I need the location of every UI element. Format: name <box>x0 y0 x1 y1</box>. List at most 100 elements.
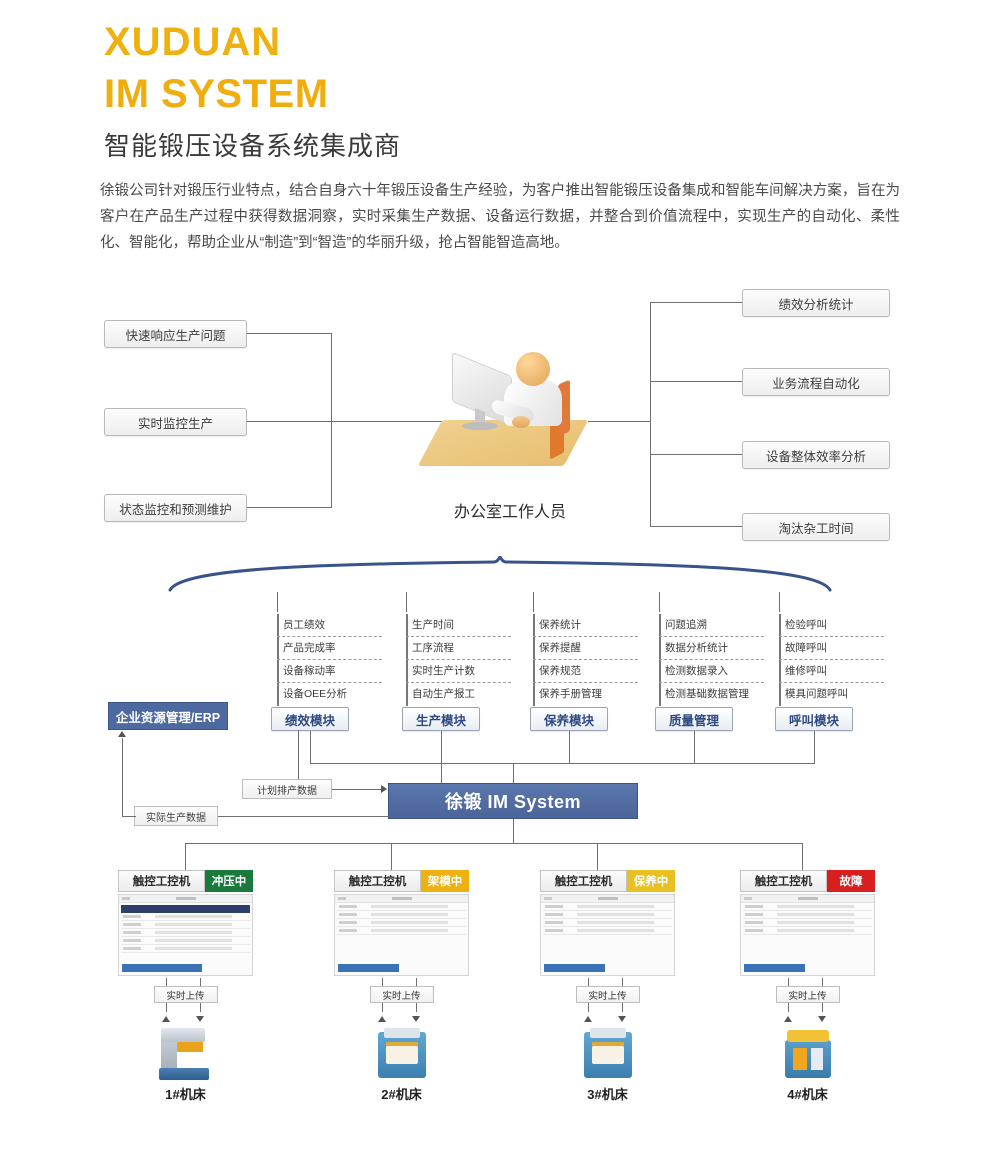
module-2-item-1: 生产时间 <box>406 614 511 637</box>
system-down-line <box>513 819 515 843</box>
column-rule <box>779 614 781 706</box>
connector-right-1 <box>650 302 742 304</box>
left-box-2[interactable]: 实时监控生产 <box>104 408 247 436</box>
terminal-4-header: 触控工控机 故障 <box>740 870 875 892</box>
screen-action-bar <box>122 964 202 972</box>
screen-table-row <box>337 912 466 919</box>
press-machine-1-icon <box>157 1028 215 1080</box>
right-box-3[interactable]: 设备整体效率分析 <box>742 441 890 469</box>
module-4-item-4: 检测基础数据管理 <box>665 688 749 700</box>
press-machine-4-icon <box>779 1028 837 1080</box>
terminal-4[interactable]: 触控工控机 故障 <box>740 870 875 976</box>
machine-1-arrow-up-icon <box>162 1016 170 1022</box>
module-2-item-3: 实时生产计数 <box>406 660 511 683</box>
machine-4-arrow-up-icon <box>784 1016 792 1022</box>
terminal-3-upload-group: 实时上传 <box>540 978 675 1012</box>
module-2-item-2: 工序流程 <box>406 637 511 660</box>
screen-action-bar <box>544 964 606 972</box>
terminal-1-status-badge: 冲压中 <box>205 870 253 892</box>
terminal-2-header: 触控工控机 架模中 <box>334 870 469 892</box>
right-box-2[interactable]: 业务流程自动化 <box>742 368 890 396</box>
terminal-2-name: 触控工控机 <box>334 870 421 892</box>
erp-box[interactable]: 企业资源管理/ERP <box>108 702 228 730</box>
terminal-drop-3 <box>597 843 599 870</box>
module-line-4 <box>694 731 696 763</box>
module-button-4-label: 质量管理 <box>668 713 719 728</box>
hand-icon <box>512 416 530 428</box>
brand-title-line1: XUDUAN <box>104 20 282 64</box>
machine-3-arrow-up-icon <box>584 1016 592 1022</box>
terminal-4-upload-label: 实时上传 <box>775 986 840 1003</box>
left-box-1[interactable]: 快速响应生产问题 <box>104 320 247 348</box>
right-box-4[interactable]: 淘汰杂工时间 <box>742 513 890 541</box>
module-column-2: 生产时间 工序流程 实时生产计数 自动生产报工 <box>406 614 511 706</box>
machine-2: 2#机床 <box>334 1016 469 1103</box>
module-bus-line <box>310 763 815 765</box>
terminal-1-upload-label: 实时上传 <box>153 986 218 1003</box>
terminal-2-screen[interactable] <box>334 894 469 976</box>
screen-table-row <box>121 930 250 937</box>
terminal-1-header: 触控工控机 冲压中 <box>118 870 253 892</box>
plan-arrow-icon <box>381 785 387 793</box>
screen-toolbar <box>741 895 874 903</box>
module-button-5-label: 呼叫模块 <box>788 713 839 728</box>
page-subtitle: 智能锻压设备系统集成商 <box>104 131 402 161</box>
machine-4: 4#机床 <box>740 1016 875 1103</box>
module-button-quality[interactable]: 质量管理 <box>655 707 733 731</box>
screen-table-row <box>337 920 466 927</box>
machine-3-label: 3#机床 <box>587 1087 628 1102</box>
module-button-production[interactable]: 生产模块 <box>402 707 480 731</box>
screen-table-row <box>337 928 466 935</box>
connector-right-2 <box>650 381 742 383</box>
screen-table-row <box>743 920 872 927</box>
terminal-2[interactable]: 触控工控机 架模中 <box>334 870 469 976</box>
terminal-3[interactable]: 触控工控机 保养中 <box>540 870 675 976</box>
plan-data-label: 计划排产数据 <box>257 785 317 797</box>
curly-brace-icon <box>168 556 832 592</box>
erp-label: 企业资源管理/ERP <box>115 710 221 725</box>
screen-toolbar <box>119 895 252 903</box>
main-system-box[interactable]: 徐锻 IM System <box>388 783 638 819</box>
terminal-1-upload-group: 实时上传 <box>118 978 253 1012</box>
connector-right-vertical <box>650 302 652 527</box>
column-rule <box>533 614 535 706</box>
terminal-2-upload-label: 实时上传 <box>369 986 434 1003</box>
module-5-item-2: 故障呼叫 <box>779 637 884 660</box>
right-box-1[interactable]: 绩效分析统计 <box>742 289 890 317</box>
screen-table-row <box>743 912 872 919</box>
machine-3: 3#机床 <box>540 1016 675 1103</box>
connector-right-3 <box>650 454 742 456</box>
terminal-bus-line <box>185 843 802 845</box>
actual-up-line <box>122 738 124 817</box>
module-2-item-4: 自动生产报工 <box>412 688 475 700</box>
left-box-3[interactable]: 状态监控和预测维护 <box>104 494 247 522</box>
terminal-3-screen[interactable] <box>540 894 675 976</box>
right-box-2-label: 业务流程自动化 <box>772 376 860 391</box>
module-3-item-2: 保养提醒 <box>533 637 638 660</box>
module-button-2-label: 生产模块 <box>415 713 466 728</box>
screen-toolbar <box>541 895 674 903</box>
terminal-3-header: 触控工控机 保养中 <box>540 870 675 892</box>
module-bus-drop <box>513 763 515 783</box>
left-box-2-label: 实时监控生产 <box>137 416 213 431</box>
machine-2-arrow-down-icon <box>412 1016 420 1022</box>
column-rule <box>659 614 661 706</box>
machine-2-label: 2#机床 <box>381 1087 422 1102</box>
connector-center-right <box>588 421 651 423</box>
screen-table-row <box>543 904 672 911</box>
actual-arrow-icon <box>118 731 126 737</box>
person-head-icon <box>516 352 550 386</box>
plan-to-system-line <box>332 789 384 791</box>
terminal-1-screen[interactable] <box>118 894 253 976</box>
brace-stem-1 <box>277 592 279 612</box>
module-button-maintenance[interactable]: 保养模块 <box>530 707 608 731</box>
module-5-item-1: 检验呼叫 <box>779 614 884 637</box>
module-button-call[interactable]: 呼叫模块 <box>775 707 853 731</box>
screen-action-bar <box>744 964 806 972</box>
screen-table-row <box>121 914 250 921</box>
screen-action-bar <box>338 964 400 972</box>
module-button-performance[interactable]: 绩效模块 <box>271 707 349 731</box>
terminal-1[interactable]: 触控工控机 冲压中 <box>118 870 253 976</box>
terminal-4-screen[interactable] <box>740 894 875 976</box>
